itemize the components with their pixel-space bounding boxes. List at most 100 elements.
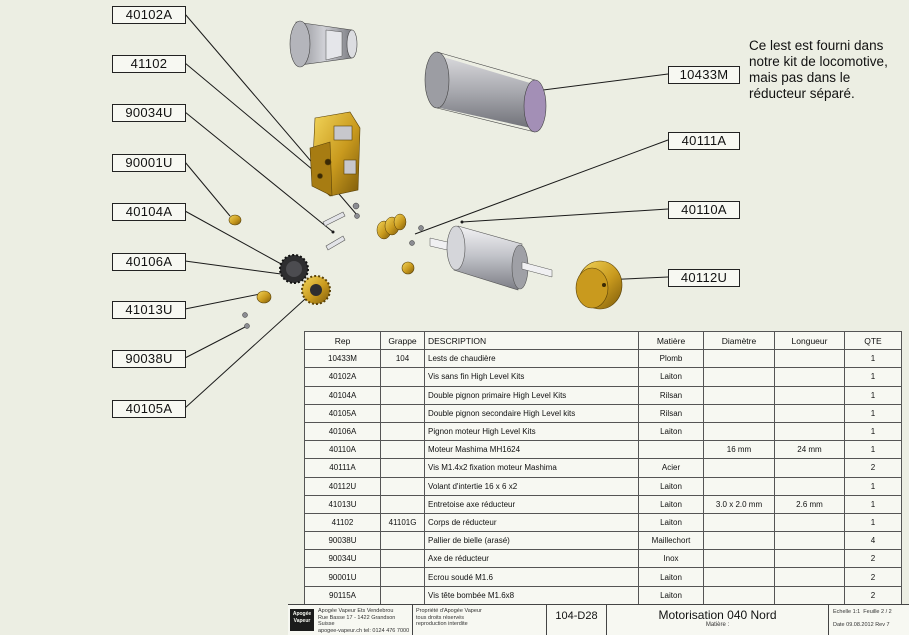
bom-cell-rep: 40105A (304, 403, 381, 423)
welded-nut (228, 214, 242, 226)
bom-cell-grappe (380, 385, 425, 405)
bom-cell-longueur (774, 476, 845, 496)
bom-cell-grappe (380, 494, 425, 514)
callout-40110A: 40110A (668, 201, 740, 219)
callout-41102: 41102 (112, 55, 186, 73)
bom-cell-rep: 40111A (304, 458, 381, 478)
bom-cell-qte: 1 (844, 403, 902, 423)
drawing-number: 104-D28 (546, 605, 606, 635)
bom-cell-matiere (638, 440, 704, 460)
bom-cell-grappe: 41101G (380, 512, 425, 533)
bom-cell-longueur (774, 349, 845, 369)
reducer-body (309, 111, 361, 197)
scale: Echelle 1:1 (833, 609, 861, 615)
sheet-number: Feuille 2 / 2 (863, 609, 892, 615)
bom-cell-diametre (703, 458, 775, 478)
bom-cell-longueur (774, 403, 845, 423)
bom-cell-matiere: Laiton (638, 585, 704, 605)
bom-cell-grappe (380, 585, 425, 605)
sleeve-part (289, 20, 358, 68)
bom-cell-longueur (774, 367, 845, 387)
bom-cell-description: Axe de réducteur (424, 549, 639, 569)
bom-cell-qte: 2 (844, 458, 902, 478)
bom-header-rep: Rep (304, 330, 381, 351)
bom-cell-description: Lests de chaudière (424, 349, 639, 369)
rights-notice: Propriété d'Apogée Vapeur tous droits ré… (412, 605, 546, 635)
bom-cell-matiere: Laiton (638, 421, 704, 442)
bom-cell-grappe (380, 421, 425, 442)
rights-line-3: reproduction interdite (416, 621, 468, 627)
bom-cell-qte: 1 (844, 349, 902, 369)
bom-header-grappe: Grappe (380, 330, 425, 351)
bom-cell-matiere: Laiton (638, 512, 704, 533)
bom-header-longueur: Longueur (774, 330, 845, 351)
bom-cell-qte: 2 (844, 567, 902, 587)
bom-cell-qte: 1 (844, 385, 902, 405)
bom-cell-diametre (703, 421, 775, 442)
bom-cell-matiere: Rilsan (638, 385, 704, 405)
matiere-label: Matière : (705, 622, 730, 628)
callout-90001U: 90001U (112, 154, 186, 172)
bom-cell-rep: 41013U (304, 494, 381, 514)
flywheel (575, 260, 623, 310)
bom-cell-qte: 2 (844, 585, 902, 605)
ballast-note: Ce lest est fourni dans notre kit de loc… (749, 38, 888, 101)
bom-cell-longueur (774, 512, 845, 533)
bom-cell-description: Volant d'intertie 16 x 6 x2 (424, 476, 639, 496)
bom-cell-qte: 1 (844, 367, 902, 387)
rights-line-2: tous droits réservés (416, 614, 464, 621)
bom-cell-diametre (703, 349, 775, 369)
bom-cell-diametre (703, 585, 775, 605)
bom-cell-matiere: Rilsan (638, 403, 704, 423)
bom-cell-rep: 40104A (304, 385, 381, 405)
bom-cell-grappe: 104 (380, 349, 425, 369)
bom-cell-rep: 10433M (304, 349, 381, 369)
callout-40112U: 40112U (668, 269, 740, 287)
bom-header-description: DESCRIPTION (424, 330, 639, 351)
bom-cell-qte: 2 (844, 549, 902, 569)
bom-cell-rep: 40112U (304, 476, 381, 496)
bom-cell-longueur: 2.6 mm (774, 494, 845, 514)
bom-cell-matiere: Acier (638, 458, 704, 478)
callout-90034U: 90034U (112, 104, 186, 122)
callout-10433M: 10433M (668, 66, 740, 84)
bom-cell-qte: 1 (844, 421, 902, 442)
bom-cell-description: Pignon moteur High Level Kits (424, 421, 639, 442)
reducer-spacer (256, 290, 272, 304)
bom-cell-description: Moteur Mashima MH1624 (424, 440, 639, 460)
bom-cell-diametre (703, 476, 775, 496)
bom-cell-diametre (703, 531, 775, 551)
company-line-2: Rue Basse 17 - 1422 Grandson Suisse (318, 614, 396, 628)
bom-cell-description: Ecrou soudé M1.6 (424, 567, 639, 587)
bom-cell-diametre (703, 403, 775, 423)
bom-cell-description: Pallier de bielle (arasé) (424, 531, 639, 551)
bom-cell-matiere: Inox (638, 549, 704, 569)
callout-40102A: 40102A (112, 6, 186, 24)
bom-cell-grappe (380, 403, 425, 423)
bom-cell-longueur (774, 421, 845, 442)
bom-cell-longueur (774, 567, 845, 587)
drawing-title-cell: Motorisation 040 Nord Matière : (606, 605, 828, 635)
bom-cell-longueur (774, 531, 845, 551)
motor-mashima (429, 225, 553, 291)
company-logo: Apogée Vapeur (288, 605, 316, 635)
bom-cell-rep: 40106A (304, 421, 381, 442)
bom-cell-rep: 40110A (304, 440, 381, 460)
bom-cell-grappe (380, 458, 425, 478)
bill-of-materials: Rep Grappe DESCRIPTION Matière Diamètre … (304, 330, 902, 605)
bom-header-diametre: Diamètre (703, 330, 775, 351)
reducer-axles (322, 211, 346, 251)
bom-cell-matiere: Laiton (638, 494, 704, 514)
bom-cell-description: Corps de réducteur (424, 512, 639, 533)
callout-40105A: 40105A (112, 400, 186, 418)
bom-cell-qte: 1 (844, 512, 902, 533)
company-line-3: apogee-vapeur.ch tel: 0124 476 7000 (318, 627, 410, 634)
